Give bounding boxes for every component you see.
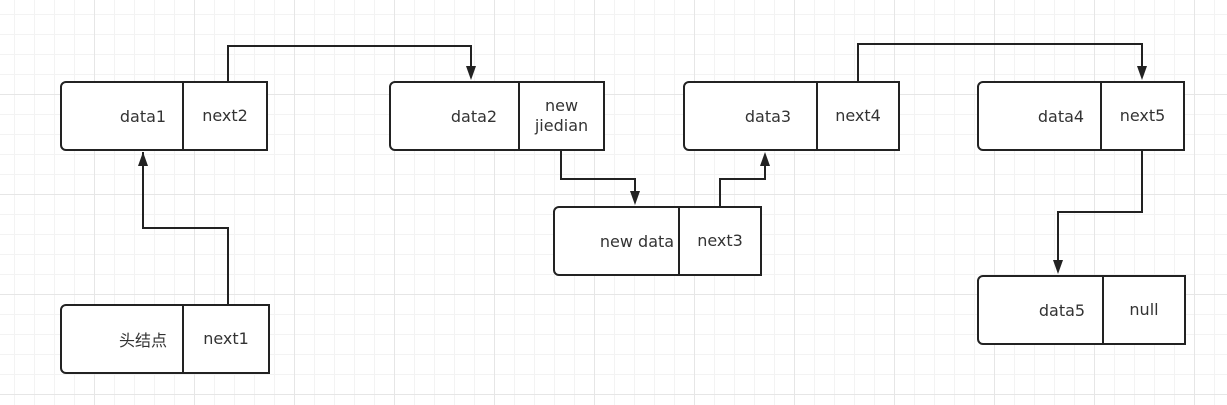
arrow-next4-to-data4 <box>857 43 1143 81</box>
node-data-label: data2 <box>450 106 498 126</box>
arrow-next3-to-data3 <box>719 166 766 206</box>
node-data5: data5 null <box>977 275 1186 345</box>
node-next-pointer: next5 <box>1100 81 1185 151</box>
arrowhead-data1-icon <box>138 152 148 166</box>
node-head: 头结点 next1 <box>60 304 270 374</box>
arrowhead-data5-icon <box>1053 260 1063 274</box>
arrowhead-data2-icon <box>466 66 476 80</box>
node-data-label: data3 <box>744 106 792 126</box>
node-next-pointer: null <box>1102 275 1186 345</box>
arrowhead-newdata-icon <box>630 191 640 205</box>
node-data1: data1 next2 <box>60 81 268 151</box>
node-next-pointer: new jiedian <box>518 81 605 151</box>
node-data-label: 头结点 <box>118 331 167 350</box>
arrow-next2-to-data2 <box>227 45 472 81</box>
node-next-pointer: next4 <box>816 81 900 151</box>
node-next-pointer: next1 <box>182 304 270 374</box>
arrowhead-data3-icon <box>760 152 770 166</box>
node-next-pointer: next2 <box>182 81 268 151</box>
node-data-label: data1 <box>119 106 167 126</box>
node-data3: data3 next4 <box>683 81 900 151</box>
node-data2: data2 new jiedian <box>389 81 605 151</box>
node-data-label: new data <box>599 231 675 251</box>
node-data-label: data4 <box>1037 106 1085 126</box>
node-next-pointer: next3 <box>678 206 762 276</box>
arrow-head-to-data1 <box>142 152 229 304</box>
node-data4: data4 next5 <box>977 81 1185 151</box>
arrow-newjiedian-to-newdata <box>560 151 636 191</box>
arrow-next5-to-data5 <box>1057 151 1143 260</box>
node-new-data: new data next3 <box>553 206 762 276</box>
node-data-label: data5 <box>1038 300 1086 320</box>
arrowhead-data4-icon <box>1137 66 1147 80</box>
